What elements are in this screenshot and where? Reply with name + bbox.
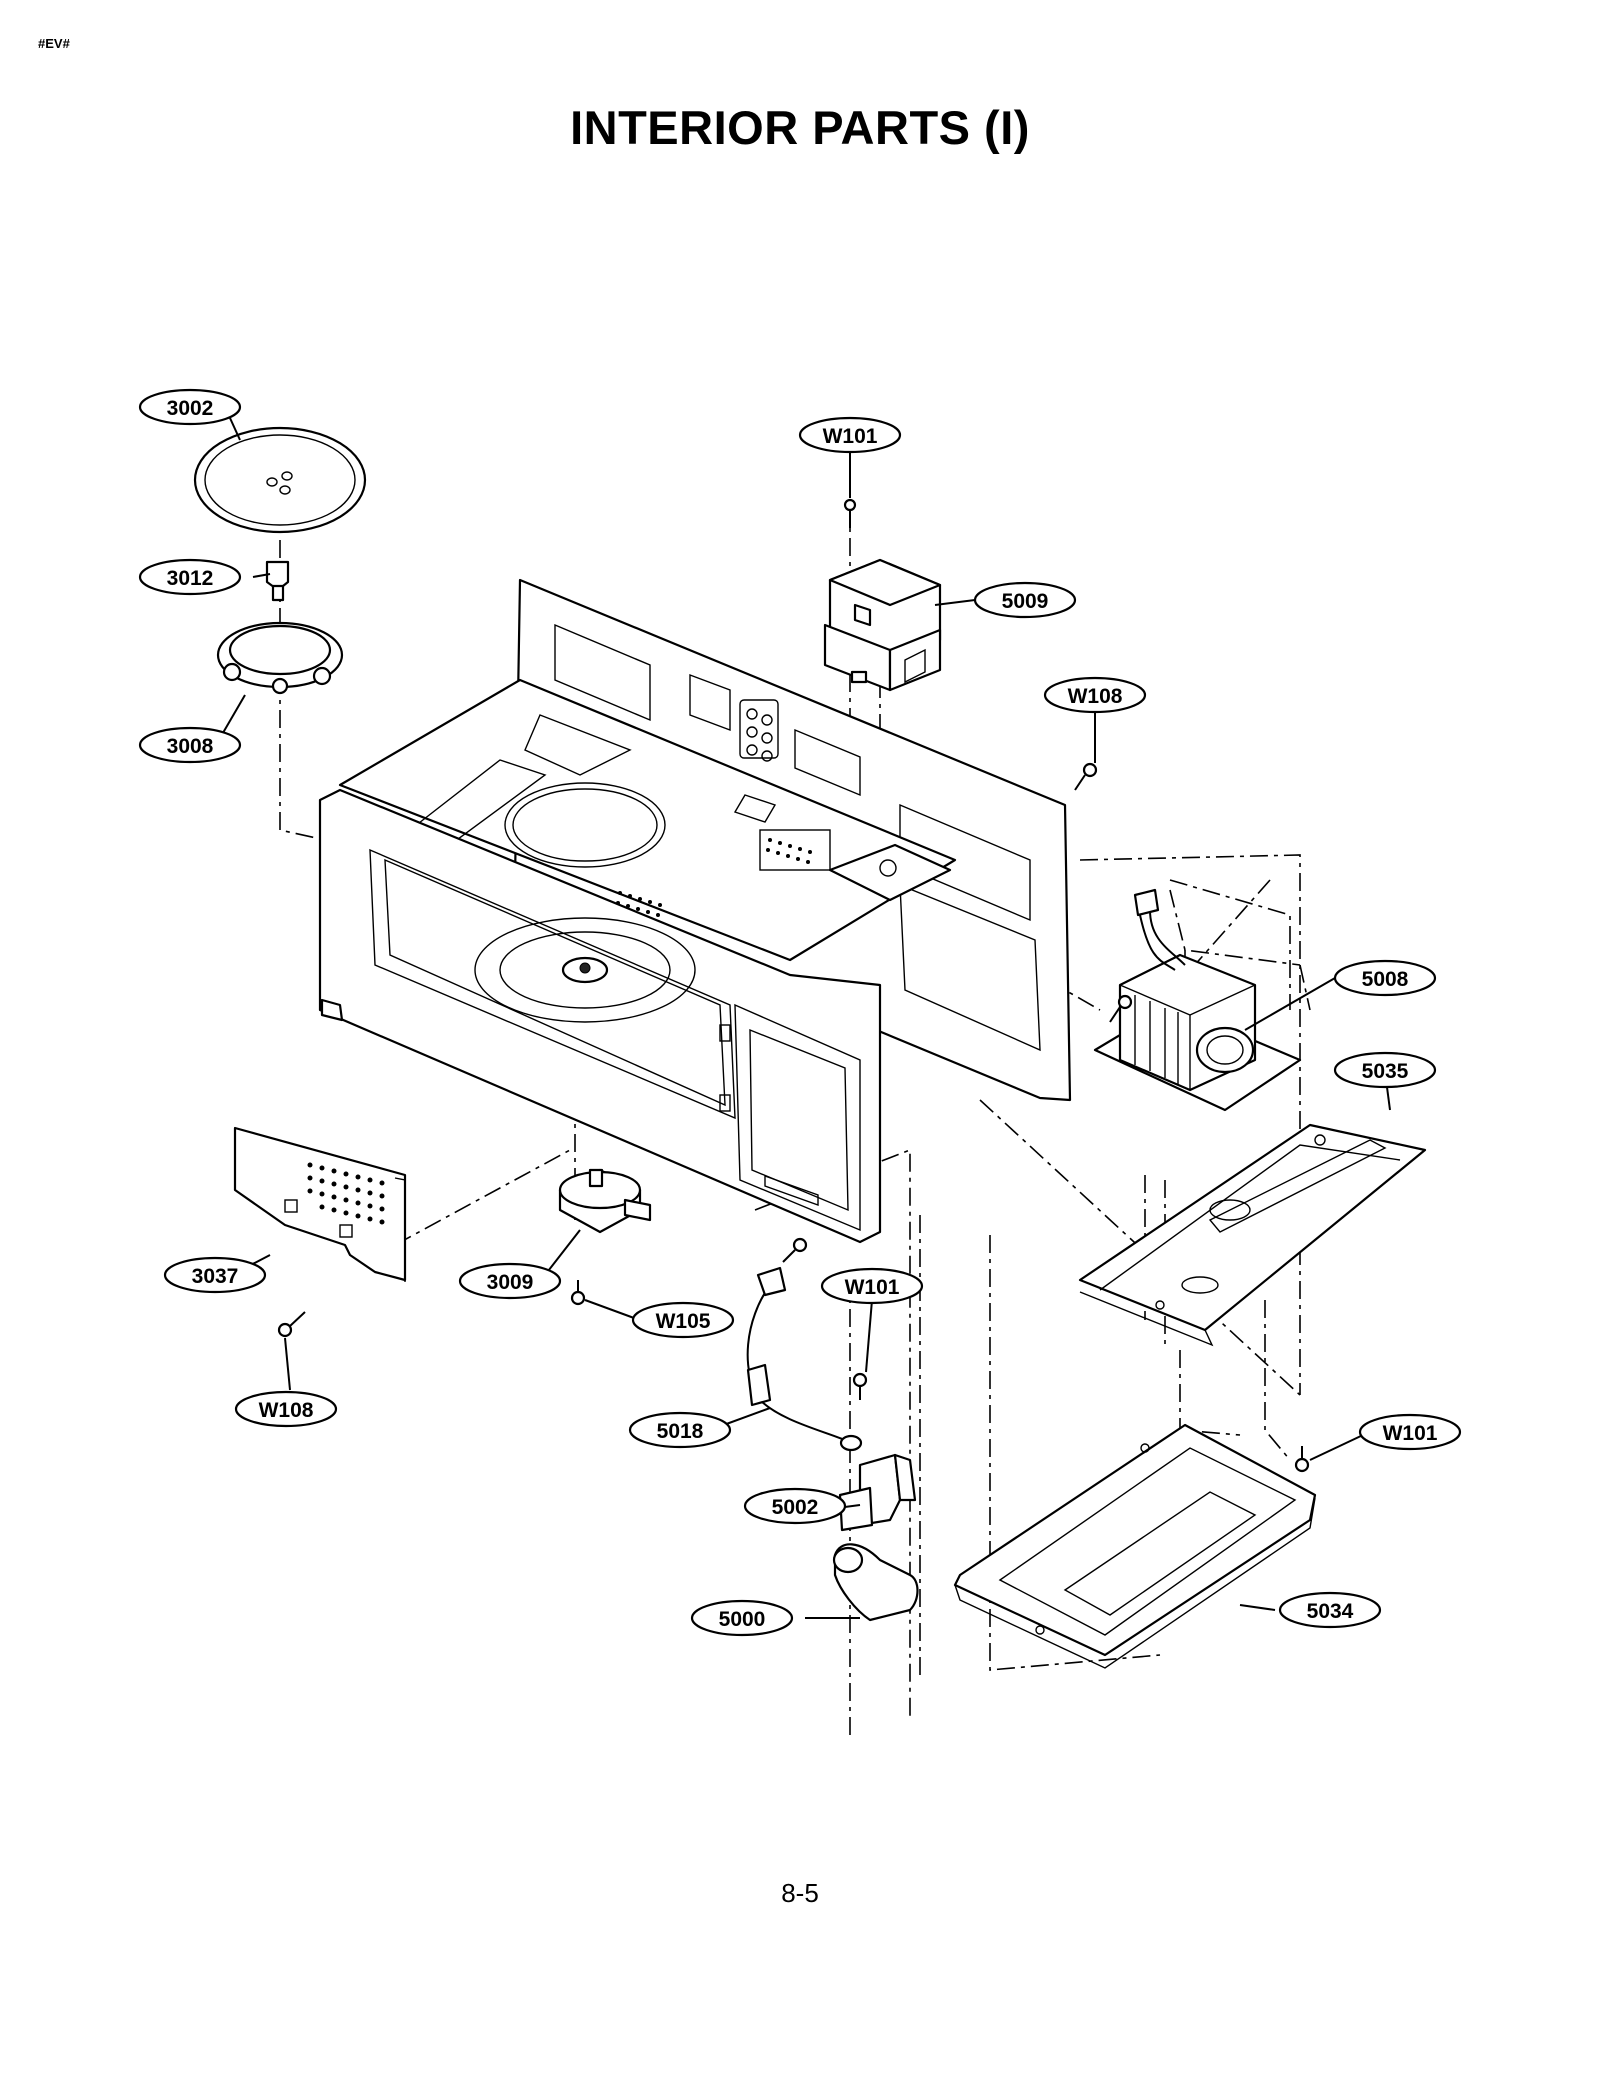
screw-w101-top: [843, 498, 857, 528]
screw-transformer: [1109, 994, 1133, 1023]
motor-3009: [558, 1168, 652, 1234]
callout-label: W108: [259, 1399, 314, 1422]
corner-tag: #EV#: [38, 36, 70, 51]
switch-5002: [838, 1453, 917, 1532]
callout-3012: 3012: [138, 558, 242, 596]
callout-label: W105: [656, 1310, 711, 1333]
screw-w101-mid: [852, 1372, 868, 1400]
transformer-5008: [1093, 888, 1302, 1112]
lever-5000: [832, 1543, 919, 1622]
callout-label: 5000: [719, 1608, 766, 1631]
callout-3008: 3008: [138, 726, 242, 764]
screw-w108-right: [1074, 762, 1098, 791]
page-number: 8-5: [781, 1878, 819, 1908]
callout-5034: 5034: [1278, 1591, 1382, 1629]
coupler-3012: [265, 560, 290, 602]
vent-holes-bracket: [307, 1162, 385, 1225]
screw-cavity: [782, 1237, 808, 1263]
screw-w105: [570, 1280, 586, 1306]
callout-label: 3008: [167, 735, 214, 758]
callout-5009: 5009: [973, 581, 1077, 619]
bracket-3037: [233, 1126, 407, 1282]
callout-label: W101: [823, 425, 878, 448]
callout-w105: W105: [631, 1301, 735, 1339]
callout-label: W108: [1068, 685, 1123, 708]
base-plate-5035: [1078, 1123, 1427, 1347]
callout-label: 5018: [657, 1420, 704, 1443]
callout-label: 3037: [192, 1265, 239, 1288]
callout-w101-top: W101: [798, 416, 902, 454]
callout-label: 5002: [772, 1496, 819, 1519]
callout-5035: 5035: [1333, 1051, 1437, 1089]
callout-w101-right: W101: [1358, 1413, 1462, 1451]
callout-5002: 5002: [743, 1487, 847, 1525]
harness-5018: [746, 1266, 863, 1452]
screw-w101-right: [1294, 1446, 1310, 1473]
bottom-cover-5034: [953, 1423, 1317, 1669]
callout-label: 3009: [487, 1271, 534, 1294]
callout-3002: 3002: [138, 388, 242, 426]
magnetron-5009: [823, 558, 942, 692]
roller-ring-3008: [216, 621, 344, 695]
page-title: INTERIOR PARTS (I): [570, 101, 1030, 154]
screw-w108-left: [277, 1311, 306, 1338]
callout-label: W101: [1383, 1422, 1438, 1445]
callout-3037: 3037: [163, 1256, 267, 1294]
callout-w101-mid: W101: [820, 1267, 924, 1305]
callout-3009: 3009: [458, 1262, 562, 1300]
callout-label: 5034: [1307, 1600, 1354, 1623]
callout-5008: 5008: [1333, 959, 1437, 997]
oven-cavity: [318, 578, 1072, 1244]
callout-label: 5008: [1362, 968, 1409, 991]
vent-holes-top: [616, 829, 831, 917]
callout-label: W101: [845, 1276, 900, 1299]
glass-tray-3002: [193, 426, 367, 534]
callout-label: 5035: [1362, 1060, 1409, 1083]
callout-label: 3012: [167, 567, 214, 590]
screws: [277, 498, 1310, 1473]
callout-5000: 5000: [690, 1599, 794, 1637]
callout-label: 5009: [1002, 590, 1049, 613]
callout-label: 3002: [167, 397, 214, 420]
callout-w108-left: W108: [234, 1390, 338, 1428]
callout-5018: 5018: [628, 1411, 732, 1449]
callout-w108-right: W108: [1043, 676, 1147, 714]
